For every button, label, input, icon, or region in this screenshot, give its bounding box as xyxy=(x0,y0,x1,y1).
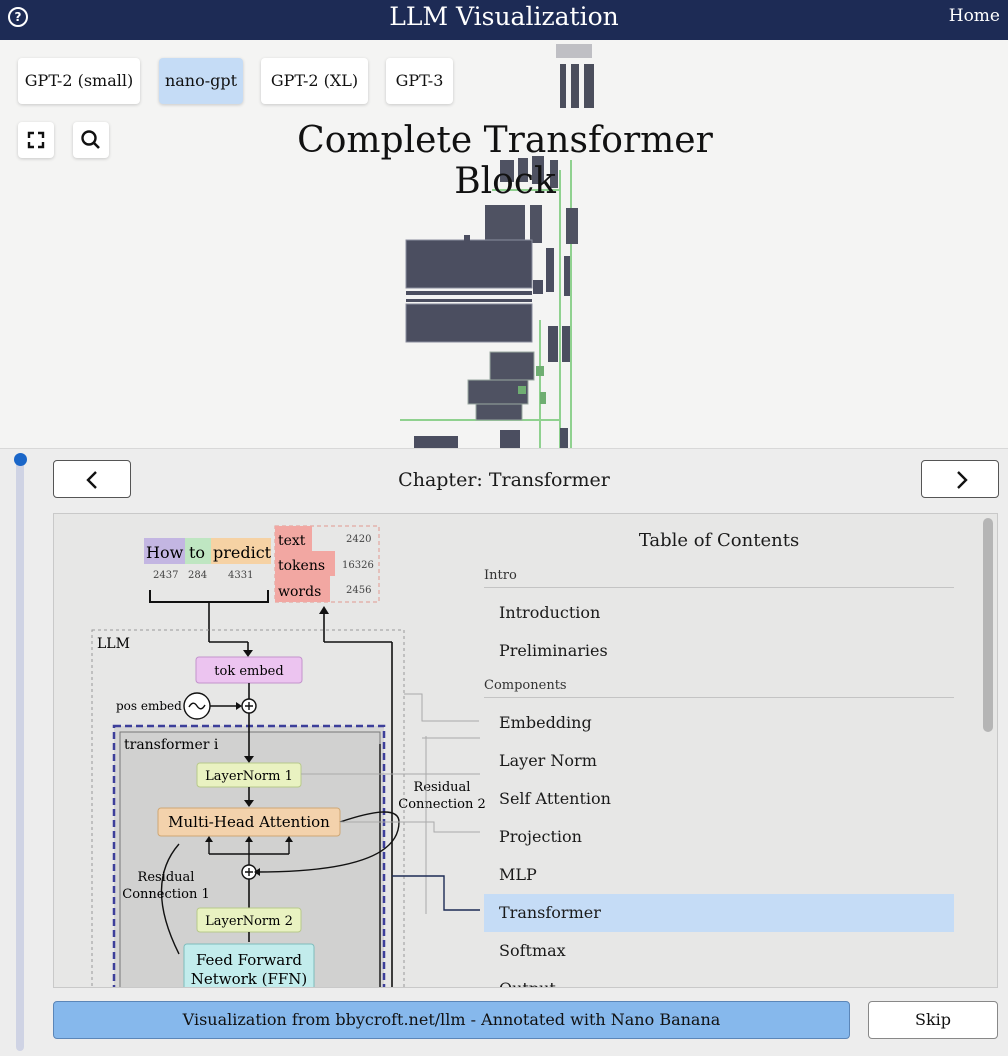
mha-box: Multi-Head Attention xyxy=(168,813,330,831)
toc-item-mlp[interactable]: MLP xyxy=(499,865,537,884)
toc-section-components: Components xyxy=(484,678,954,698)
llm-label: LLM xyxy=(97,636,130,652)
walkthrough-panel: Chapter: Transformer How to predict 2437… xyxy=(0,448,1008,1056)
toc-item-embedding[interactable]: Embedding xyxy=(499,713,592,732)
next-chapter-button[interactable] xyxy=(921,460,999,498)
input-token-to: to xyxy=(189,543,205,562)
transformer-label: transformer i xyxy=(124,737,219,753)
3d-model-render xyxy=(400,44,594,448)
tok-embed-box: tok embed xyxy=(214,664,283,679)
toc-item-preliminaries[interactable]: Preliminaries xyxy=(499,641,608,660)
progress-track[interactable] xyxy=(16,459,24,1051)
toc-item-projection[interactable]: Projection xyxy=(499,827,582,846)
toc-item-self-attention[interactable]: Self Attention xyxy=(499,789,611,808)
top-bar: ? LLM Visualization Home xyxy=(0,0,1008,40)
layernorm1-box: LayerNorm 1 xyxy=(205,769,293,784)
residual2-label-line2: Connection 2 xyxy=(398,797,485,812)
help-icon[interactable]: ? xyxy=(8,7,28,27)
ffn-box-line2: Network (FFN) xyxy=(191,970,308,988)
output-id-tokens: 16326 xyxy=(342,560,374,571)
viz-heading: Complete Transformer Block xyxy=(297,120,713,202)
output-token-words: words xyxy=(278,584,321,600)
content-scrollbar[interactable] xyxy=(983,518,993,732)
output-id-text: 2420 xyxy=(346,534,371,545)
residual1-label-line1: Residual xyxy=(138,870,195,885)
expand-icon xyxy=(27,131,45,149)
app-title: LLM Visualization xyxy=(389,2,619,31)
input-id-to: 284 xyxy=(188,570,207,581)
input-id-predict: 4331 xyxy=(228,570,253,581)
ffn-box-line1: Feed Forward xyxy=(196,951,302,969)
progress-handle[interactable] xyxy=(14,453,27,466)
toc-item-introduction[interactable]: Introduction xyxy=(499,603,601,622)
home-link[interactable]: Home xyxy=(948,6,1000,26)
skip-button[interactable]: Skip xyxy=(868,1001,998,1039)
input-token-predict: predict xyxy=(213,543,272,562)
toc-item-transformer[interactable]: Transformer xyxy=(484,894,954,932)
input-token-how: How xyxy=(146,543,184,562)
model-gpt3-button[interactable]: GPT-3 xyxy=(386,58,453,104)
fullscreen-button[interactable] xyxy=(18,122,54,158)
transformer-diagram: How to predict 2437 284 4331 text tokens… xyxy=(91,525,486,988)
model-gpt2-xl-button[interactable]: GPT-2 (XL) xyxy=(261,58,368,104)
search-icon xyxy=(81,130,100,149)
output-token-text: text xyxy=(278,533,306,549)
search-button[interactable] xyxy=(73,122,109,158)
toc-section-intro: Intro xyxy=(484,568,954,588)
prev-chapter-button[interactable] xyxy=(53,460,131,498)
residual2-label-line1: Residual xyxy=(414,780,471,795)
pos-embed-label: pos embed xyxy=(116,699,182,713)
model-nano-gpt-button[interactable]: nano-gpt xyxy=(159,58,243,104)
visualization-area[interactable]: GPT-2 (small) nano-gpt GPT-2 (XL) GPT-3 … xyxy=(0,40,1008,448)
chapter-content: How to predict 2437 284 4331 text tokens… xyxy=(53,513,998,988)
toc-title: Table of Contents xyxy=(638,530,800,551)
model-gpt2-small-button[interactable]: GPT-2 (small) xyxy=(18,58,140,104)
residual1-label-line2: Connection 1 xyxy=(122,887,209,902)
chapter-title: Chapter: Transformer xyxy=(398,469,610,491)
chevron-right-icon xyxy=(957,471,968,489)
toc-item-layer-norm[interactable]: Layer Norm xyxy=(499,751,597,770)
visualization-caption-button[interactable]: Visualization from bbycroft.net/llm - An… xyxy=(53,1001,850,1039)
output-token-tokens: tokens xyxy=(278,558,325,574)
table-of-contents: Table of Contents Intro Introduction Pre… xyxy=(484,514,954,987)
toc-item-output[interactable]: Output xyxy=(484,970,954,987)
output-id-words: 2456 xyxy=(346,585,371,596)
toc-item-softmax[interactable]: Softmax xyxy=(499,941,566,960)
input-id-how: 2437 xyxy=(153,570,178,581)
chevron-left-icon xyxy=(86,471,97,489)
layernorm2-box: LayerNorm 2 xyxy=(205,914,293,929)
